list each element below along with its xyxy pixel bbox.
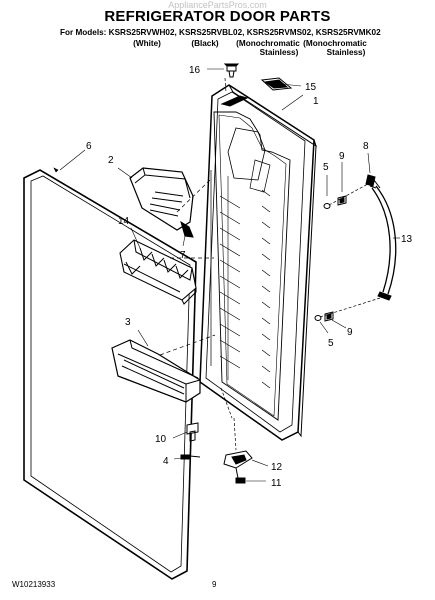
watermark: AppliancePartsPros.com	[168, 0, 267, 10]
variant-white: (White)	[122, 39, 172, 48]
variant-label: (Monochromatic	[236, 39, 300, 48]
callout-3: 3	[125, 317, 131, 328]
hinge-screw	[235, 477, 246, 484]
variant-label: Stainless)	[259, 48, 299, 57]
variant-label: Stainless)	[326, 48, 366, 57]
callout-15: 15	[305, 82, 317, 93]
hinge-bushing	[186, 422, 199, 442]
page-number: 9	[212, 580, 217, 589]
callout-14: 14	[118, 216, 130, 227]
callout-12: 12	[271, 462, 283, 473]
door-handle	[371, 179, 397, 301]
callout-5-upper: 5	[323, 162, 329, 173]
callout-6: 6	[86, 141, 92, 152]
callout-10: 10	[155, 434, 167, 445]
callout-16: 16	[189, 65, 201, 76]
trim-strip	[260, 77, 293, 91]
bottom-hinge-bracket	[223, 450, 253, 479]
callout-2: 2	[108, 155, 114, 166]
model-list: For Models: KSRS25RVWH02, KSRS25RVBL02, …	[60, 28, 381, 37]
bottle-rack	[119, 239, 197, 305]
callout-9-upper: 9	[339, 151, 345, 162]
variant-label: (Black)	[191, 39, 219, 48]
callout-7: 7	[180, 250, 186, 261]
callout-9-lower: 9	[347, 327, 353, 338]
variant-label: (White)	[133, 39, 161, 48]
door-gasket	[23, 169, 197, 580]
callout-8: 8	[363, 141, 369, 152]
variant-label: (Monochromatic	[303, 39, 367, 48]
lower-handle-stud	[314, 311, 334, 322]
variant-monochromatic-1: (Monochromatic Stainless)	[233, 39, 303, 57]
document-number: W10213933	[12, 580, 56, 589]
upper-hinge-pin	[365, 174, 377, 189]
variant-monochromatic-2: (Monochromatic Stainless)	[300, 39, 370, 57]
upper-handle-stud	[323, 195, 347, 209]
callout-4: 4	[163, 456, 169, 467]
top-screw	[223, 63, 240, 78]
page-title: REFRIGERATOR DOOR PARTS	[104, 8, 331, 25]
callout-5-lower: 5	[328, 338, 334, 349]
callout-1: 1	[313, 96, 319, 107]
callout-13: 13	[401, 234, 413, 245]
callout-11: 11	[271, 478, 282, 489]
door-bin	[111, 339, 201, 403]
door-assembly	[199, 84, 317, 441]
variant-black: (Black)	[180, 39, 230, 48]
dispenser-cover	[129, 167, 194, 238]
lower-screw	[180, 454, 201, 460]
